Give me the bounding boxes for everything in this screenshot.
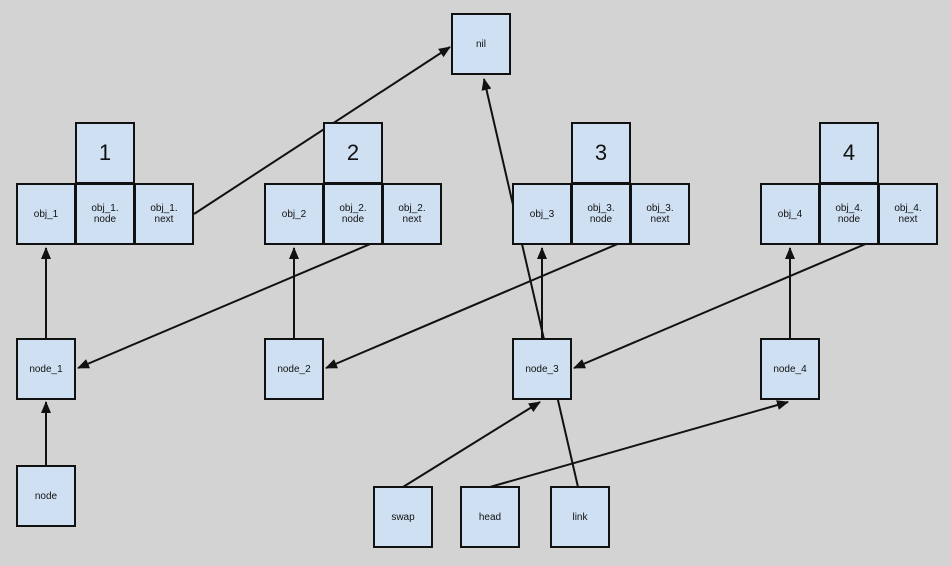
node4-box: node_4 [760,338,820,400]
obj1-next-cell: obj_1. next [134,183,194,245]
obj3-next-cell: obj_3. next [630,183,690,245]
arrow-head-to-node4 [489,400,789,488]
node3-box: node_3 [512,338,572,400]
obj3-self-cell: obj_3 [512,183,572,245]
obj3-node-cell: obj_3. node [571,183,631,245]
obj1-self-cell: obj_1 [16,183,76,245]
arrow-link-to-nil [481,78,579,488]
obj4-self-cell: obj_4 [760,183,820,245]
obj1-node-cell: obj_1. node [75,183,135,245]
link-variable-box: link [550,486,610,548]
node2-box: node_2 [264,338,324,400]
node-variable-box: node [16,465,76,527]
obj2-node-cell: obj_2. node [323,183,383,245]
obj4-next-cell: obj_4. next [878,183,938,245]
arrow-swap-to-node3 [402,401,541,488]
arrow-obj1next-to-nil [193,46,451,215]
swap-variable-box: swap [373,486,433,548]
value-box-1: 1 [75,122,135,184]
obj2-self-cell: obj_2 [264,183,324,245]
value-box-2: 2 [323,122,383,184]
value-box-4: 4 [819,122,879,184]
nil-box: nil [451,13,511,75]
head-variable-box: head [460,486,520,548]
value-box-3: 3 [571,122,631,184]
obj4-node-cell: obj_4. node [819,183,879,245]
obj2-next-cell: obj_2. next [382,183,442,245]
node1-box: node_1 [16,338,76,400]
